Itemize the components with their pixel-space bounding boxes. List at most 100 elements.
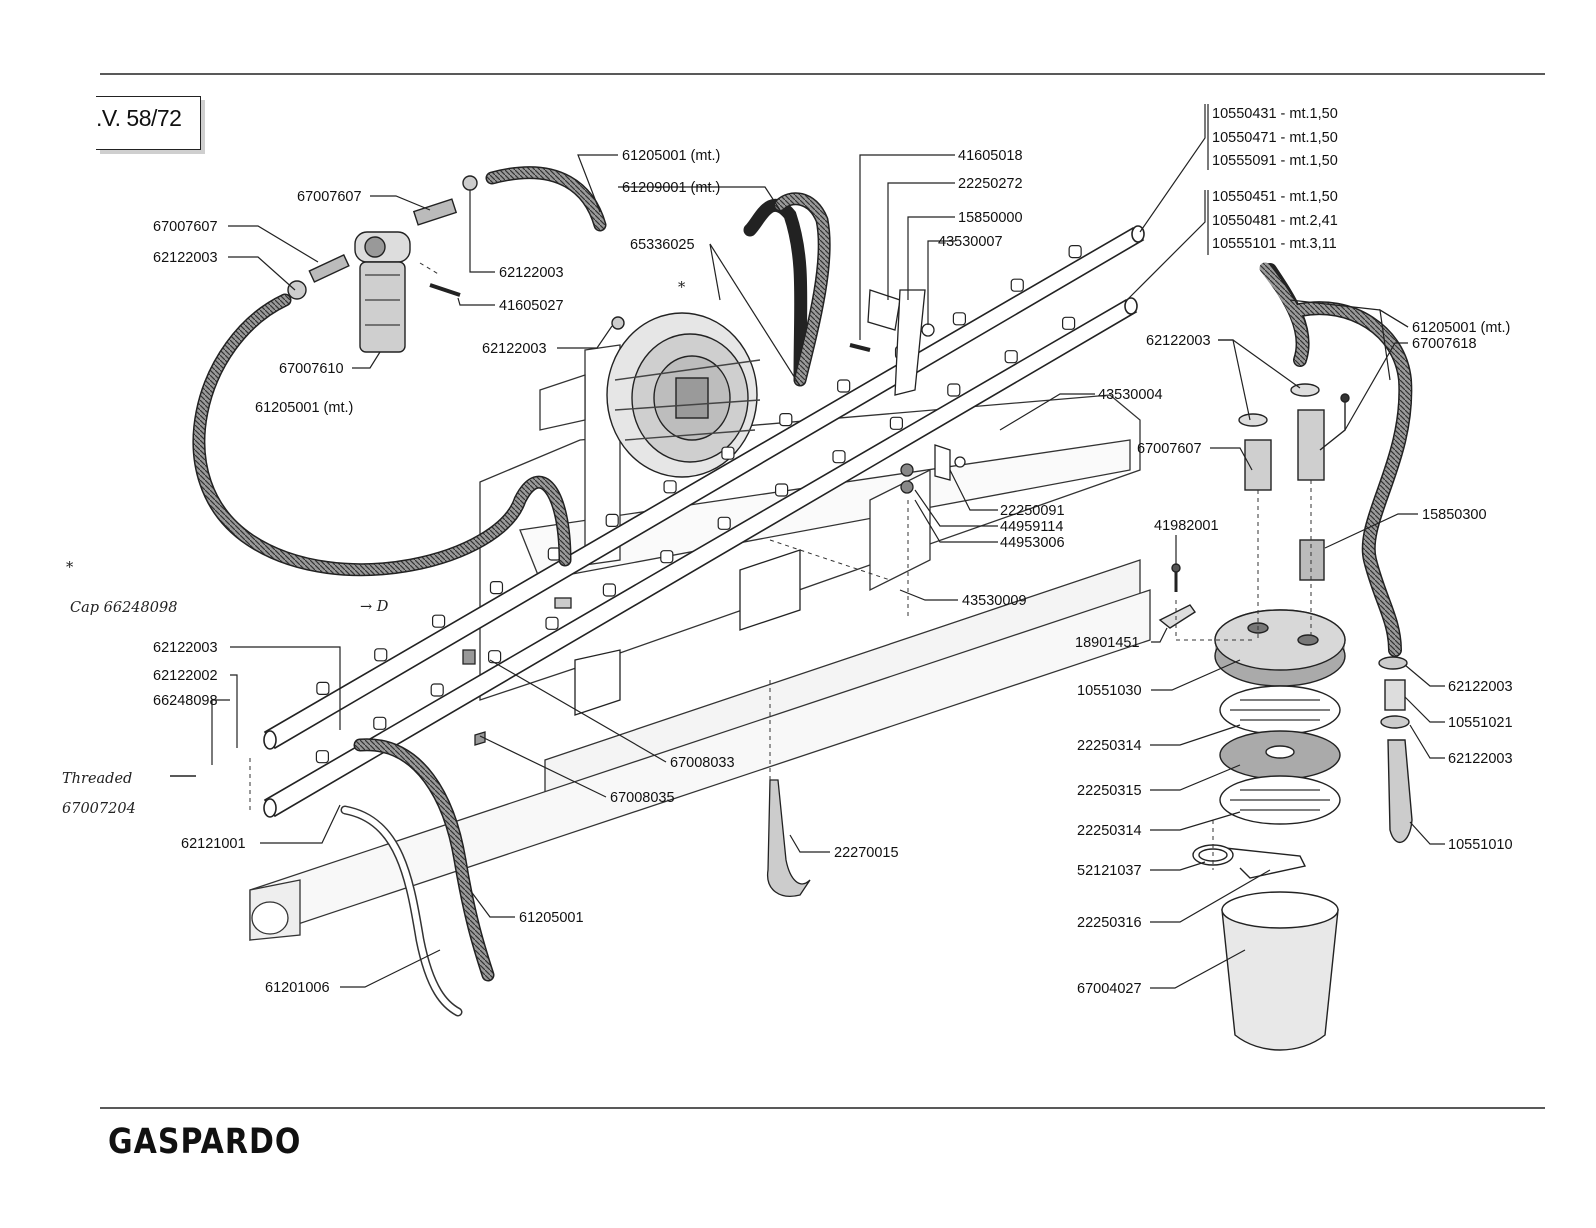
label-61205001-mt-left: 61205001 (mt.) bbox=[255, 400, 353, 416]
label-18901451: 18901451 bbox=[1075, 635, 1140, 651]
callout-leaders bbox=[211, 104, 1445, 989]
label-22250272: 22250272 bbox=[958, 176, 1023, 192]
label-22250314-upper: 22250314 bbox=[1077, 738, 1142, 754]
hose-top-2 bbox=[743, 192, 831, 387]
label-62122002: 62122002 bbox=[153, 668, 218, 684]
boom-outlet bbox=[947, 383, 961, 397]
boom-outlet bbox=[663, 480, 677, 494]
boom-outlet bbox=[1010, 278, 1024, 292]
label-41605018: 41605018 bbox=[958, 148, 1023, 164]
boom-outlet bbox=[717, 516, 731, 530]
label-15850300: 15850300 bbox=[1422, 507, 1487, 523]
table-reference-text: .V. 58/72 bbox=[96, 105, 182, 131]
boom-outlet bbox=[837, 379, 851, 393]
boom-outlet bbox=[430, 683, 444, 697]
label-10550431: 10550431 - mt.1,50 bbox=[1212, 106, 1338, 122]
label-10550471: 10550471 - mt.1,50 bbox=[1212, 130, 1338, 146]
label-15850000: 15850000 bbox=[958, 210, 1023, 226]
label-62122003-r-lower: 62122003 bbox=[1448, 751, 1513, 767]
label-62121001: 62121001 bbox=[181, 836, 246, 852]
boom-outlet bbox=[316, 681, 330, 696]
boom-outlet bbox=[605, 513, 619, 528]
label-67007610: 67007610 bbox=[279, 361, 344, 377]
boom-outlet bbox=[832, 450, 846, 464]
label-22270015: 22270015 bbox=[834, 845, 899, 861]
boom-outlet bbox=[952, 312, 967, 326]
hand-threaded: Threaded bbox=[62, 771, 132, 787]
label-67007607-top: 67007607 bbox=[297, 189, 362, 205]
label-52121037: 52121037 bbox=[1077, 863, 1142, 879]
right-callout-labels: 10550431 - mt.1,50 10550471 - mt.1,50 10… bbox=[1075, 104, 1513, 997]
boom-outlet bbox=[1004, 350, 1018, 364]
label-43530004: 43530004 bbox=[1098, 387, 1163, 403]
label-10555101: 10555101 - mt.3,11 bbox=[1212, 236, 1337, 252]
hand-arrow-note: → D bbox=[360, 599, 389, 615]
label-10550481: 10550481 - mt.2,41 bbox=[1212, 213, 1338, 229]
label-10551021: 10551021 bbox=[1448, 715, 1513, 731]
label-61209001-mt: 61209001 (mt.) bbox=[622, 180, 720, 196]
boom-outlet bbox=[1061, 316, 1076, 330]
spray-boom-pipes bbox=[263, 225, 1145, 818]
hand-threaded-number: 67007204 bbox=[62, 801, 136, 817]
label-61201006: 61201006 bbox=[265, 980, 330, 996]
pump-housing bbox=[606, 312, 761, 478]
label-41982001: 41982001 bbox=[1154, 518, 1219, 534]
label-62122003-left: 62122003 bbox=[153, 250, 218, 266]
boom-outlet bbox=[374, 648, 388, 662]
boom-outlet bbox=[779, 413, 793, 427]
hand-star: * bbox=[66, 560, 74, 576]
label-41605027: 41605027 bbox=[499, 298, 564, 314]
boom-outlet bbox=[489, 580, 504, 595]
suction-filter-assembly bbox=[1158, 383, 1413, 1051]
boom-outlet bbox=[721, 446, 735, 460]
label-62122003-pump: 62122003 bbox=[482, 341, 547, 357]
label-67008035: 67008035 bbox=[610, 790, 675, 806]
label-67004027: 67004027 bbox=[1077, 981, 1142, 997]
label-67007618: 67007618 bbox=[1412, 336, 1477, 352]
label-62122003-right: 62122003 bbox=[1146, 333, 1211, 349]
hand-star-pump: * bbox=[678, 280, 686, 296]
label-67007607-left: 67007607 bbox=[153, 219, 218, 235]
label-10555091: 10555091 - mt.1,50 bbox=[1212, 153, 1338, 169]
label-62122003-r-upper: 62122003 bbox=[1448, 679, 1513, 695]
boom-frame bbox=[249, 344, 1151, 941]
boom-outlet bbox=[315, 750, 329, 764]
label-43530007: 43530007 bbox=[938, 234, 1003, 250]
label-10550451: 10550451 - mt.1,50 bbox=[1212, 189, 1338, 205]
boom-outlet bbox=[432, 614, 446, 628]
boom-outlet bbox=[373, 716, 387, 730]
label-67008033: 67008033 bbox=[670, 755, 735, 771]
label-66248098: 66248098 bbox=[153, 693, 218, 709]
label-65336025: 65336025 bbox=[630, 237, 695, 253]
boom-outlet bbox=[1068, 245, 1082, 259]
boom-outlet bbox=[774, 483, 789, 497]
label-10551010: 10551010 bbox=[1448, 837, 1513, 853]
callout-labels: 61205001 (mt.) 61209001 (mt.) 67007607 6… bbox=[153, 148, 1163, 996]
boom-outlet bbox=[889, 416, 904, 430]
label-62122003-lower: 62122003 bbox=[153, 640, 218, 656]
label-43530009: 43530009 bbox=[962, 593, 1027, 609]
label-22250314-lower: 22250314 bbox=[1077, 823, 1142, 839]
boom-outlet bbox=[602, 583, 617, 597]
label-22250091: 22250091 bbox=[1000, 503, 1065, 519]
hand-grip bbox=[767, 779, 811, 897]
assembly-dashed-lines bbox=[249, 262, 1312, 870]
label-44959114: 44959114 bbox=[1000, 519, 1063, 535]
label-22250315: 22250315 bbox=[1077, 783, 1142, 799]
boom-outlet bbox=[545, 616, 559, 630]
boom-outlet bbox=[660, 550, 674, 564]
label-62122003-top: 62122003 bbox=[499, 265, 564, 281]
brand-logo: GASPARDO bbox=[108, 1122, 302, 1163]
handwritten-notes: * Cap 66248098 → D Threaded 67007204 * bbox=[62, 280, 686, 817]
label-61205001-bottom: 61205001 bbox=[519, 910, 584, 926]
label-67007607-right: 67007607 bbox=[1137, 441, 1202, 457]
label-61205001-mt: 61205001 (mt.) bbox=[622, 148, 720, 164]
label-61205001-mt-right: 61205001 (mt.) bbox=[1412, 320, 1510, 336]
mount-brackets bbox=[462, 289, 966, 746]
line-filter bbox=[287, 175, 625, 353]
label-44953006: 44953006 bbox=[1000, 535, 1065, 551]
hoses bbox=[192, 166, 1413, 1017]
table-reference-box: .V. 58/72 bbox=[96, 96, 201, 150]
